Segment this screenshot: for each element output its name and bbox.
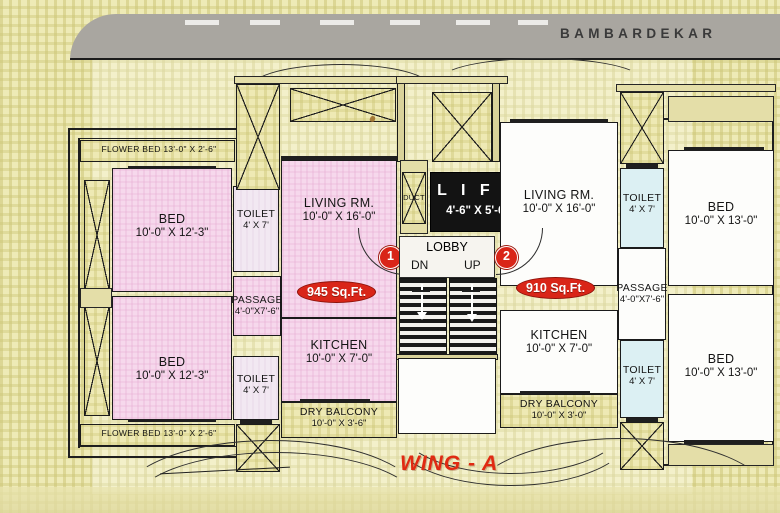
room-living-left-label: LIVING RM. 10'-0" X 16'-0"	[302, 196, 376, 223]
room-living-right-label: LIVING RM. 10'-0" X 16'-0"	[522, 188, 596, 215]
site-arc-left-outer	[120, 440, 422, 513]
room-toilet-left-top-label: TOILET 4' X 7'	[236, 208, 276, 232]
window-sill-bed-bottom	[128, 419, 216, 422]
site-arc-left-inner	[130, 452, 422, 513]
room-bed-left-top-label: BED 10'-0" X 12'-3"	[135, 212, 209, 239]
room-passage-right	[618, 248, 666, 340]
room-kitchen-left	[281, 318, 397, 402]
flowerbed-line-top	[78, 138, 238, 139]
toilet-right-top-vent	[626, 164, 658, 168]
outer-wall-right	[772, 118, 774, 466]
area-badge-right-unit: 910 Sq.Ft.	[516, 277, 596, 299]
room-toilet-right-top-label: TOILET 4' X 7'	[622, 192, 662, 216]
stair-arrow-cross	[462, 290, 480, 292]
outer-wall-left-inner	[78, 138, 80, 448]
room-passage-right-label: PASSAGE 4'-0"X7'-6"	[616, 282, 668, 306]
duct-label: DUCT	[403, 193, 425, 202]
window-left-lower-icon	[84, 306, 110, 416]
wing-label: WING - A	[400, 452, 499, 475]
room-toilet-left-top	[233, 186, 279, 272]
wall-pier-left	[80, 288, 112, 308]
duct-icon	[402, 172, 426, 224]
road-dash	[185, 20, 219, 25]
canopy-arc-right	[440, 58, 642, 102]
room-passage-left	[233, 276, 281, 336]
flower-bed-top-band	[80, 140, 235, 162]
lobby-area: LOBBY	[399, 236, 495, 278]
stair-down-label: DN	[411, 258, 429, 272]
room-kitchen-left-label: KITCHEN 10'-0" X 7'-0"	[305, 338, 373, 365]
road-dash	[390, 20, 420, 25]
site-arc-right-outer	[470, 438, 772, 513]
stair-up-label: UP	[464, 258, 481, 272]
wall-top-right-unit	[616, 84, 776, 92]
room-toilet-right-bottom-label: TOILET 4' X 7'	[622, 364, 662, 388]
core-top-shaft-icon	[432, 92, 492, 162]
outer-wall-top-left	[68, 128, 238, 130]
flowerbed-line-bottom	[78, 446, 238, 447]
entrance-marker-2: 2	[495, 246, 518, 269]
road-name-label: BAMBARDEKAR	[560, 26, 717, 41]
window-left-upper-icon	[84, 180, 110, 290]
window-sill-bed-right-bottom	[684, 440, 764, 444]
living-right-sill	[510, 119, 608, 123]
living-left-sill	[281, 156, 397, 160]
window-sill-bed-top	[128, 166, 216, 169]
outer-wall-left	[68, 128, 70, 458]
room-toilet-right-bottom	[620, 340, 664, 418]
room-bed-right-bottom-label: BED 10'-0" X 13'-0"	[684, 352, 758, 379]
room-passage-left-label: PASSAGE 4'-0"X7'-6"	[231, 294, 283, 318]
toilet-right-bottom-vent	[626, 418, 658, 422]
stair-arrow-down-head	[417, 312, 427, 320]
road-dash	[456, 20, 490, 25]
road-dash	[518, 20, 548, 25]
room-bed-right-top	[668, 150, 774, 286]
area-badge-left-unit: 945 Sq.Ft.	[297, 281, 377, 303]
room-toilet-left-bottom-label: TOILET 4' X 7'	[236, 373, 276, 397]
flower-bed-bottom-label: FLOWER BED 13'-0" X 2'-6"	[101, 428, 217, 438]
parapet-right-top	[668, 96, 774, 122]
room-toilet-right-top	[620, 168, 664, 248]
room-toilet-left-bottom	[233, 356, 279, 420]
room-bed-left-top	[112, 168, 232, 292]
road-dash	[320, 20, 354, 25]
stair-arrow-up-head	[467, 314, 477, 322]
room-bed-left-bottom-label: BED 10'-0" X 12'-3"	[135, 355, 209, 382]
room-kitchen-right-label: KITCHEN 10'-0" X 7'-0"	[525, 328, 593, 355]
duct-right-top-icon	[620, 92, 664, 164]
room-dry-balcony-left-label: DRY BALCONY 10'-0" X 3'-6"	[299, 406, 379, 430]
toilet-left-bottom-vent	[240, 420, 272, 424]
stair-arrow-cross	[412, 290, 430, 292]
flower-bed-top-label: FLOWER BED 13'-0" X 2'-6"	[101, 144, 217, 154]
outer-wall-bottom-left	[68, 456, 238, 458]
room-bed-right-top-label: BED 10'-0" X 13'-0"	[684, 200, 758, 227]
stair-arrow-down-shaft	[421, 284, 423, 314]
flower-bed-bottom-band	[80, 424, 235, 446]
stair-arrow-up-shaft	[471, 284, 473, 316]
road-dash	[250, 20, 280, 25]
canopy-arc-left	[250, 64, 432, 112]
window-sill-bed-right-top	[684, 147, 764, 151]
kitchen-left-sill	[300, 399, 370, 403]
room-dry-balcony-left	[281, 402, 397, 438]
